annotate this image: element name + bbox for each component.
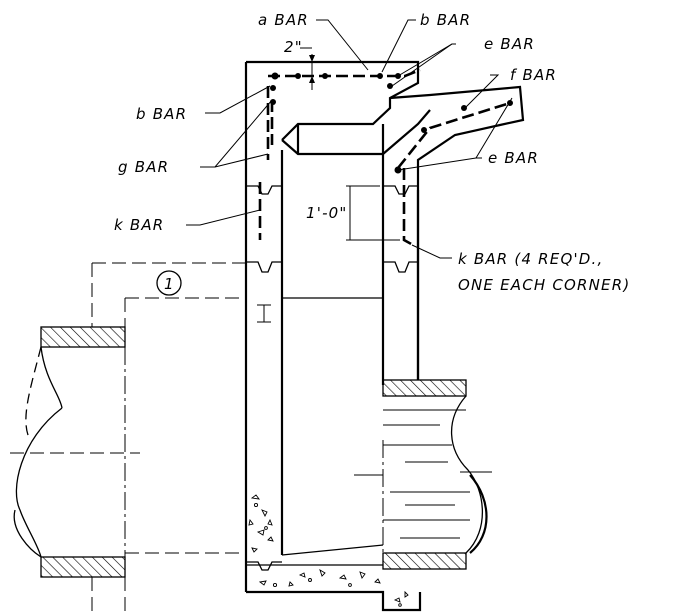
label-dim-2in: 2" — [284, 38, 303, 56]
label-k-bar-note-1: k BAR (4 REQ'D., — [458, 250, 603, 268]
left-pipe-bottom-flange — [40, 556, 126, 578]
label-b-bar-top: b BAR — [420, 11, 471, 29]
a-bar-line — [268, 68, 421, 78]
label-k-bar-left: k BAR — [114, 216, 164, 234]
label-b-bar-left: b BAR — [136, 105, 187, 123]
concrete-aggregate — [248, 494, 409, 607]
label-f-bar: f BAR — [510, 66, 557, 84]
labels: a BAR b BAR e BAR f BAR b BAR g BAR e BA… — [114, 11, 630, 294]
label-e-bar-right: e BAR — [488, 149, 539, 167]
label-dim-1ft: 1'-0" — [306, 204, 348, 222]
right-pipe-bottom-flange — [382, 552, 467, 570]
label-callout-1: 1 — [164, 275, 175, 293]
right-pipe — [354, 379, 492, 570]
label-a-bar: a BAR — [258, 11, 309, 29]
left-pipe-top-flange — [40, 326, 126, 348]
label-g-bar: g BAR — [118, 158, 169, 176]
label-k-bar-note-2: ONE EACH CORNER) — [458, 276, 630, 294]
f-bar-line — [396, 101, 511, 169]
left-pipe — [10, 262, 246, 613]
concrete-structure — [244, 60, 525, 612]
rebar — [258, 68, 513, 248]
label-e-bar-top: e BAR — [484, 35, 535, 53]
callout-circle — [156, 270, 182, 296]
k-bar-line-right — [402, 168, 416, 248]
leader-lines — [156, 19, 513, 323]
right-pipe-top-flange — [382, 379, 467, 397]
